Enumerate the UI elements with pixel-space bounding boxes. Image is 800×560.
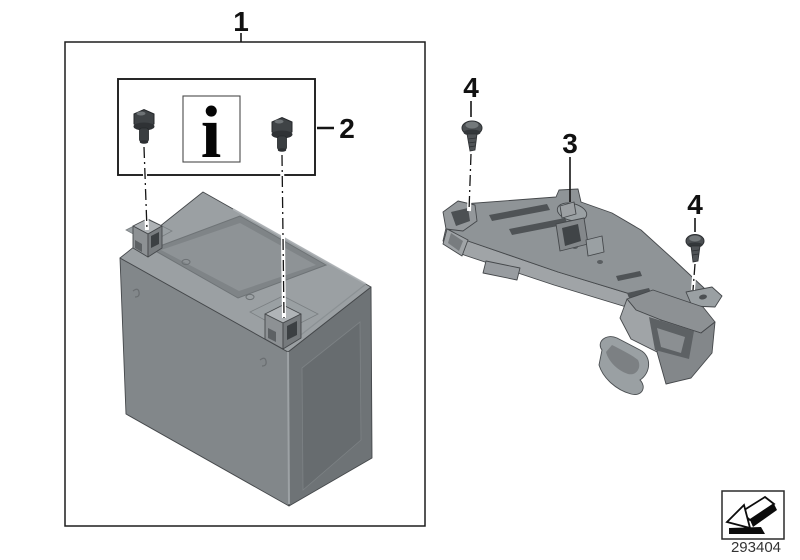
holder-plate [445,188,711,312]
holder-illustration [442,188,723,395]
info-icon: i [201,92,222,174]
holder-clamp-block [598,289,716,395]
info-plate [182,95,241,163]
screw-leader-left [143,146,148,231]
holder-center-clip [555,201,605,257]
callout-4a-label: 4 [463,72,479,103]
callout-2-label: 2 [339,113,355,144]
battery-illustration [119,191,373,507]
screw-4a-leader [468,153,472,212]
mold-mark [259,357,267,367]
battery-tray-floor [161,223,316,291]
holder-screw-front [461,120,483,152]
direction-arrow-box [721,490,785,540]
holder-screw-rear [685,234,705,263]
battery-terminal-right [264,304,302,350]
screw-leader-right [281,154,285,319]
mold-mark [132,288,140,298]
screw-4b-leader [692,263,696,291]
kit-screw-left [133,108,155,144]
callout-4b-label: 4 [687,189,703,220]
kit-boundary-box [64,41,426,527]
drawing-number: 293404 [731,539,781,556]
direction-arrow-icon [725,495,777,534]
callout-1-label: 1 [233,6,249,37]
kit-screw-right [271,116,293,152]
screw-kit-box: i [117,78,316,176]
holder-foot-tab [482,260,521,281]
battery-side-panel [301,321,362,491]
callout-3-label: 3 [562,128,578,159]
